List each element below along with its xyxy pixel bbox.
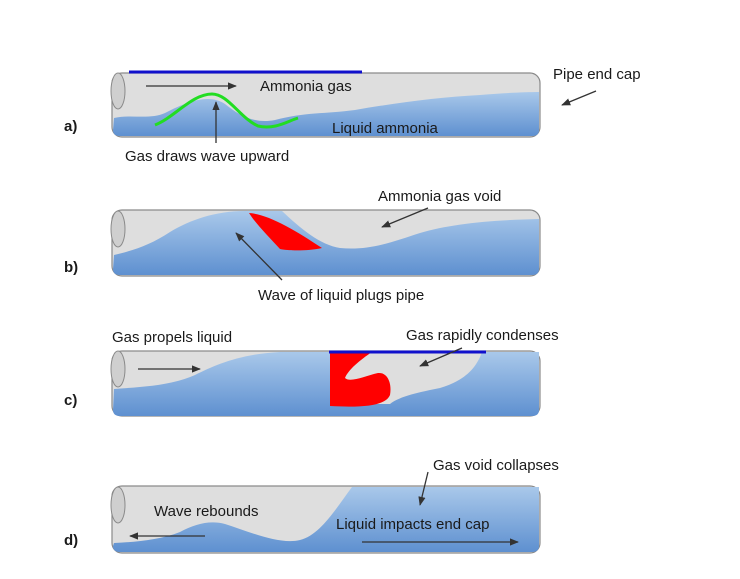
- panel-b: b) Ammonia gas void Wave of liquid plugs…: [64, 188, 541, 304]
- pipe-end-cap-a: [110, 72, 126, 110]
- liquid-ammonia-c: [113, 352, 539, 416]
- wave-line-a: [154, 92, 299, 129]
- liquid-ammonia-label: Liquid ammonia: [332, 120, 439, 137]
- pipe-end-cap-b: [110, 210, 126, 248]
- wave-plug-pointer-arrow-b: [235, 232, 283, 281]
- condense-pointer-arrow-c: [419, 347, 463, 367]
- end-cap-pointer-arrow: [561, 90, 597, 106]
- gas-void-c: [330, 352, 391, 407]
- gas-void-collapses-label: Gas void collapses: [433, 457, 559, 474]
- step-label-c: c): [64, 392, 77, 409]
- gas-propels-liquid-label: Gas propels liquid: [112, 329, 232, 346]
- ammonia-gas-label: Ammonia gas: [260, 78, 352, 95]
- gas-void-b: [249, 213, 322, 251]
- ammonia-gas-void-label: Ammonia gas void: [378, 188, 501, 205]
- void-pointer-arrow-b: [381, 207, 429, 228]
- liquid-impacts-label: Liquid impacts end cap: [336, 516, 489, 533]
- pipe-end-cap-c: [110, 350, 126, 388]
- liquid-ammonia-b: [113, 211, 539, 275]
- gas-condenses-label: Gas rapidly condenses: [406, 327, 559, 344]
- step-label-d: d): [64, 532, 78, 549]
- liquid-ammonia-d: [113, 487, 539, 552]
- collapse-pointer-arrow-d: [418, 471, 429, 506]
- wave-rebounds-label: Wave rebounds: [154, 503, 259, 520]
- step-label-a: a): [64, 118, 77, 135]
- pipe-end-cap-d: [110, 486, 126, 524]
- step-label-b: b): [64, 259, 78, 276]
- panel-a: a) Ammonia gas Liquid ammonia Gas draws …: [64, 66, 641, 165]
- wave-plugs-pipe-label: Wave of liquid plugs pipe: [258, 287, 424, 304]
- panel-d: d) Gas void collapses Wave rebounds Liqu…: [64, 457, 559, 554]
- pipe-end-cap-label: Pipe end cap: [553, 66, 641, 83]
- panel-c: c) Gas propels liquid Gas rapidly conden…: [64, 327, 559, 417]
- wave-upward-label: Gas draws wave upward: [125, 148, 289, 165]
